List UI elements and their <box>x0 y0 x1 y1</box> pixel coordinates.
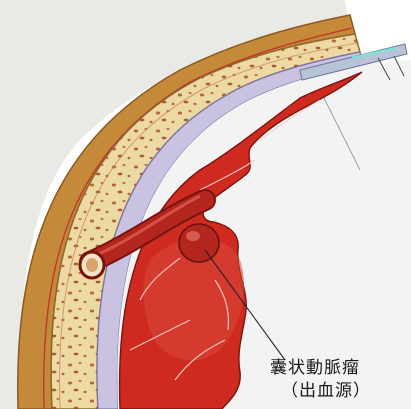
aneurysm-label: 囊状動脈瘤 <box>270 358 360 378</box>
bleeding-source-label: （出血源） <box>281 381 371 401</box>
aneurysm <box>179 224 219 262</box>
